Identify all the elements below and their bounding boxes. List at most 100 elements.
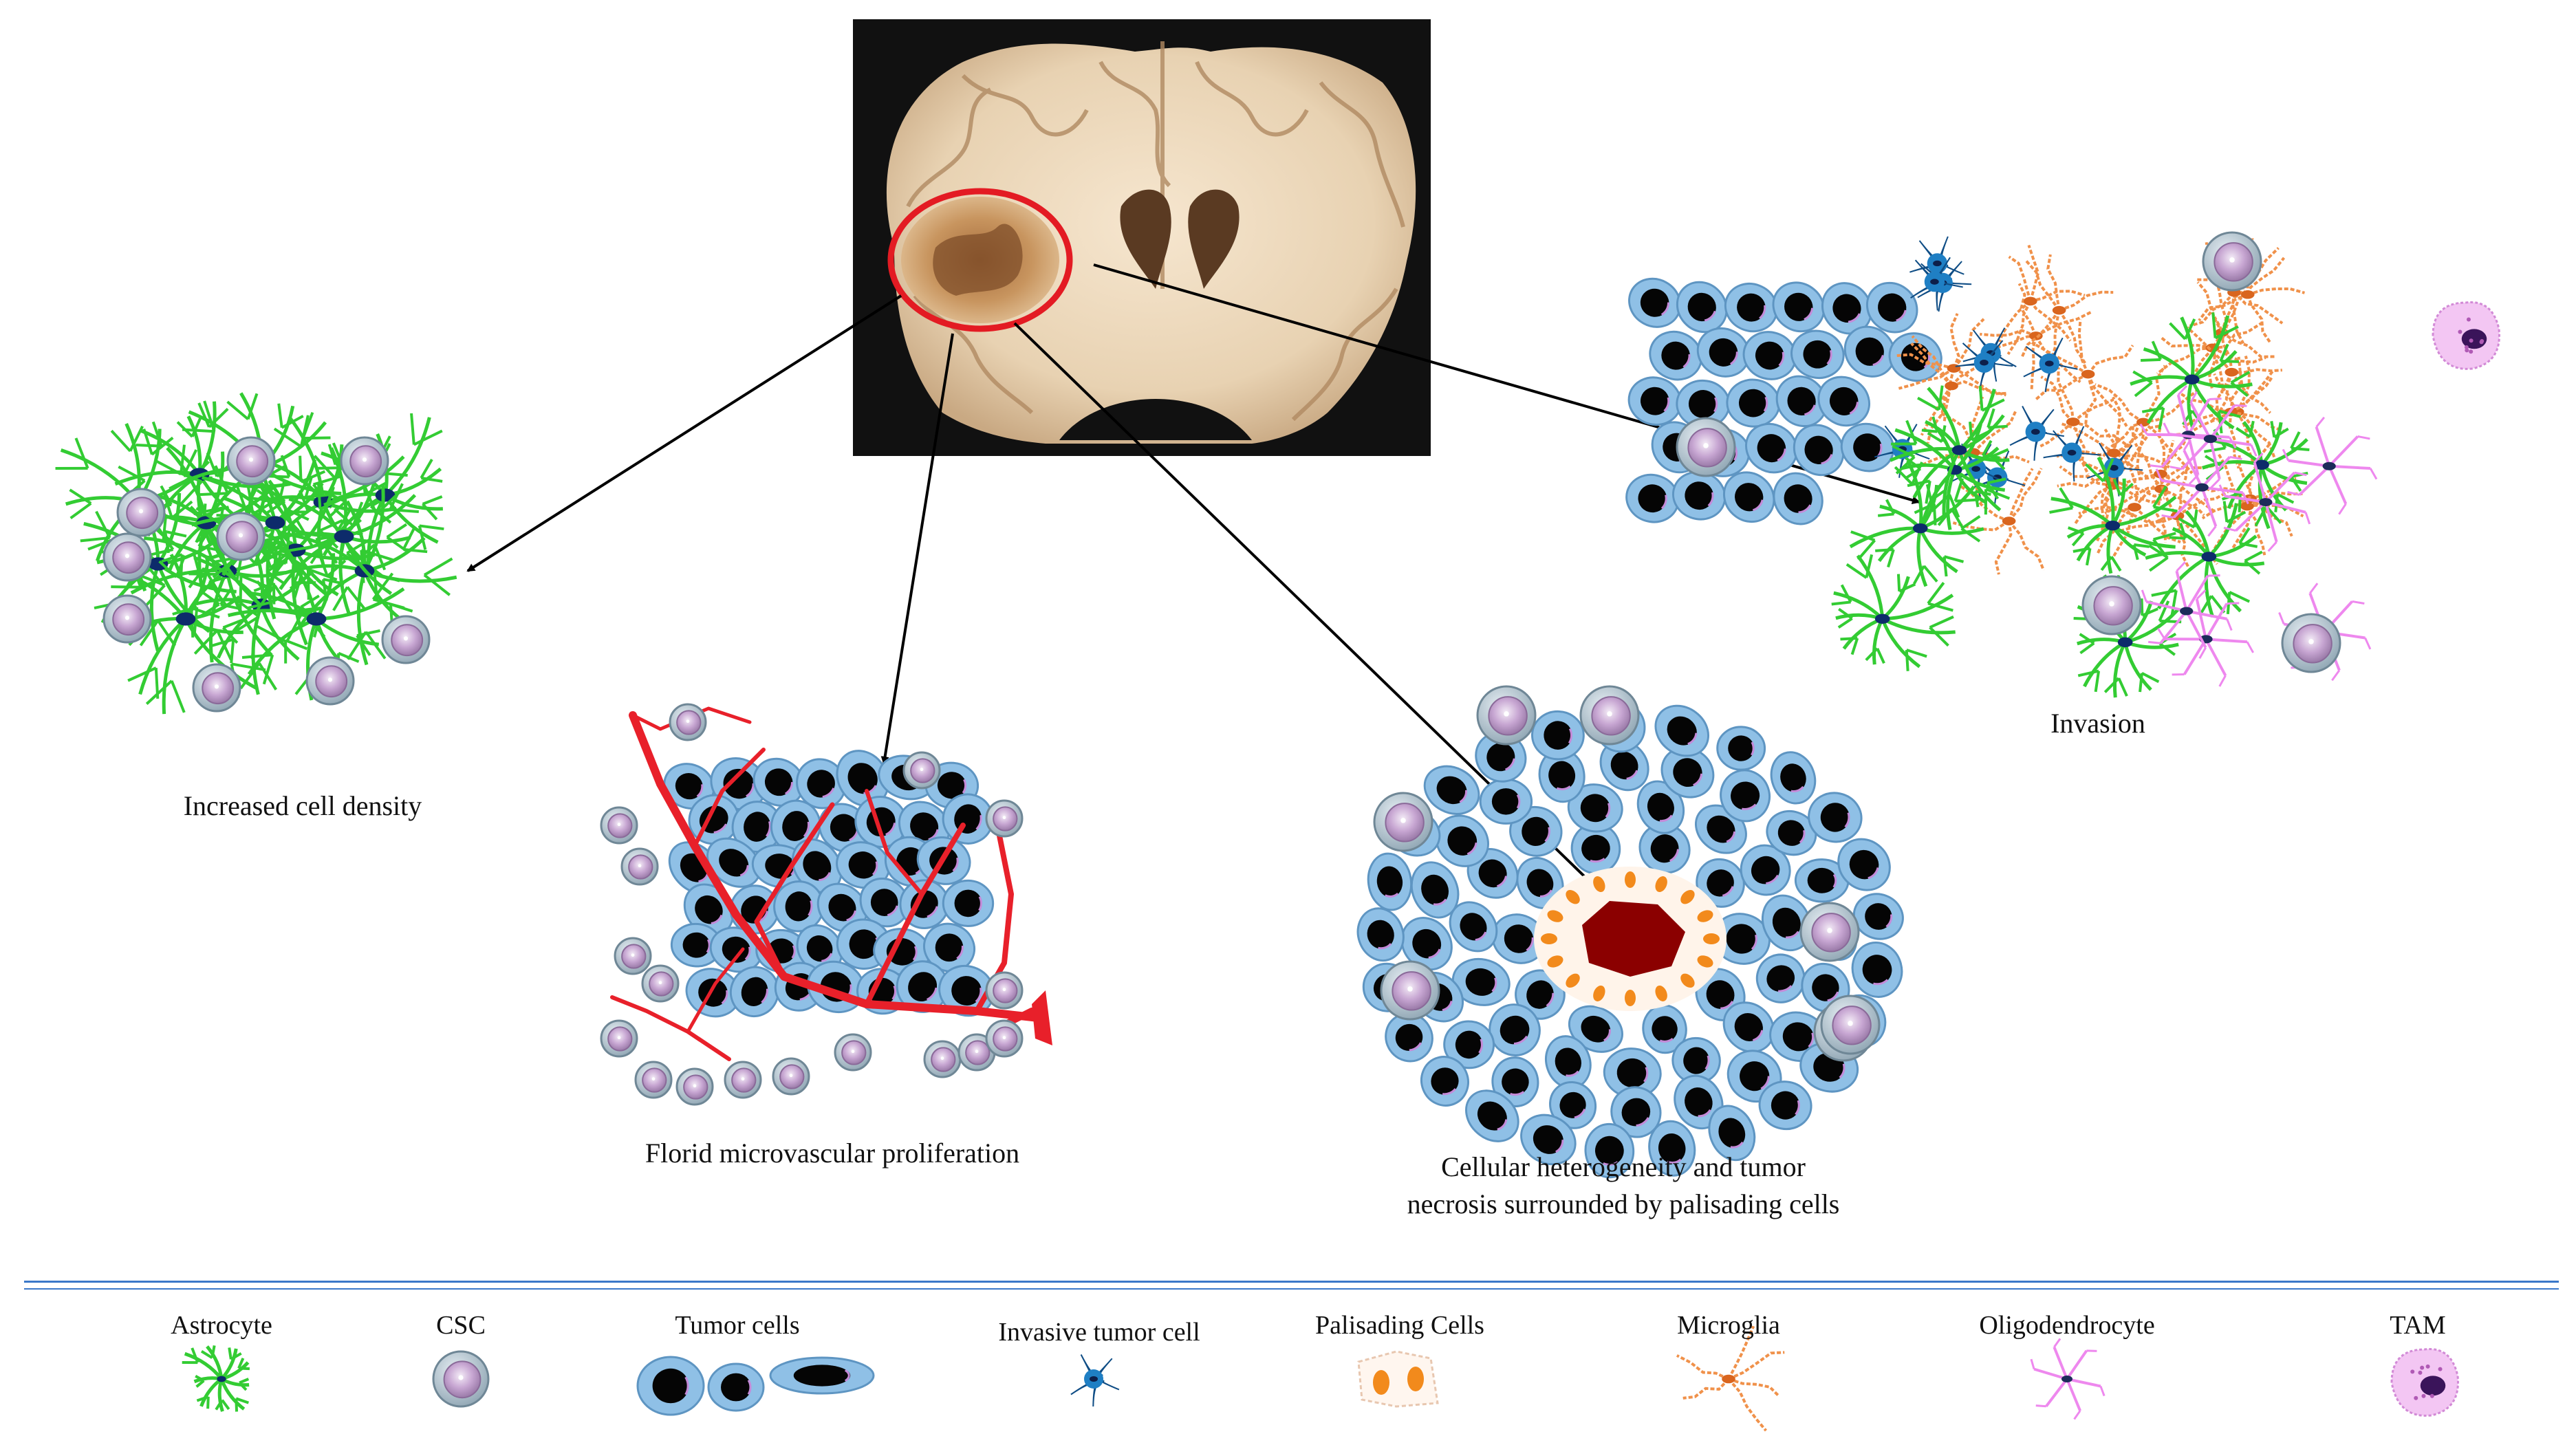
legend-icons (182, 1325, 2459, 1432)
legend-label-tam: TAM (2390, 1311, 2446, 1340)
palisading-nucleus (1547, 955, 1563, 968)
tumor-cell (1545, 1035, 1592, 1089)
csc-cell (641, 964, 680, 1003)
csc-cell (432, 1350, 490, 1408)
tumor-cell (1713, 913, 1771, 965)
csc-cell (724, 1061, 762, 1099)
legend-label-invasive-tumor-cell: Invasive tumor cell (998, 1318, 1200, 1347)
microglia-cell (1980, 283, 2092, 391)
tumor-cell (1671, 1036, 1721, 1085)
astrocyte-cell (1849, 459, 1984, 587)
legend-divider-top (24, 1281, 2559, 1283)
csc-cell (614, 937, 652, 975)
csc-cell (216, 512, 266, 561)
palisading-nucleus (1703, 933, 1720, 944)
label-increased-cell-density: Increased cell density (183, 790, 422, 821)
tumor-cell (1603, 1047, 1662, 1098)
blood-vessel (865, 789, 924, 896)
blood-vessel (864, 823, 966, 1007)
microglia-cell (2056, 396, 2170, 510)
tumor-cell (1489, 1003, 1541, 1056)
csc-cell (1373, 792, 1433, 852)
csc-cell (902, 751, 941, 790)
necrotic-core (1582, 901, 1685, 977)
blood-vessel (610, 995, 731, 1061)
tumor-cell (1773, 472, 1823, 525)
tumor-cell (1817, 376, 1871, 427)
csc-cell (2081, 575, 2142, 635)
arrow-to-density (466, 294, 902, 572)
tumor-cell (1649, 330, 1702, 381)
csc-cell (116, 488, 166, 537)
csc-cell (600, 806, 638, 845)
label-heterogeneity-line1: Cellular heterogeneity and tumor (1441, 1151, 1806, 1182)
csc-cell (834, 1033, 872, 1072)
brain-section-photo (853, 19, 1431, 456)
legend-label-csc: CSC (436, 1311, 486, 1340)
csc-cell (192, 663, 241, 713)
tumor-cell (1676, 281, 1728, 334)
tumor-cell (1628, 277, 1682, 328)
csc-cell (1676, 417, 1736, 477)
palisading-nucleus (1624, 990, 1636, 1006)
label-invasion: Invasion (2050, 708, 2145, 739)
tumor-cell (1443, 1020, 1495, 1069)
tumor-cell (1479, 778, 1533, 825)
tumor-cell (1837, 838, 1891, 891)
tumor-cell (1568, 1005, 1623, 1053)
tumor-cell (1761, 894, 1812, 952)
tumor-cell (942, 879, 995, 927)
tumor-cell (1451, 957, 1511, 1006)
blood-vessel (754, 802, 835, 979)
tumor-cell (1676, 379, 1731, 428)
palisading-nucleus (1566, 973, 1580, 988)
tumor-cell (1758, 1080, 1812, 1131)
tumor-cell (1610, 1086, 1662, 1138)
palisading-nucleus (1655, 876, 1667, 893)
microglia-cell (2121, 464, 2229, 569)
tumor-cell (1745, 422, 1798, 474)
csc-cell (2202, 231, 2262, 292)
tumor-cell (1654, 704, 1710, 757)
tumor-cell (836, 841, 891, 889)
tumor-cell (1722, 1001, 1775, 1053)
label-heterogeneity-necrosis: Cellular heterogeneity and tumor necrosi… (1293, 1149, 1953, 1223)
csc-cell (772, 1057, 810, 1096)
tumor-cell (1636, 780, 1685, 834)
tumor-cell (1790, 329, 1845, 379)
palisading-nucleus (1593, 985, 1605, 1001)
tumor-cell (1627, 376, 1682, 426)
tumor-cell (896, 960, 949, 1013)
invasive-tumor-cell (1910, 257, 1963, 311)
tumor-cell (1491, 913, 1546, 964)
blood-vessel (629, 711, 1043, 1022)
oligodendrocyte-cell (2163, 391, 2258, 489)
oligodendrocyte-cell (2282, 416, 2378, 515)
tumor-cell (1755, 953, 1806, 1003)
tumor-cell (1808, 792, 1863, 843)
csc-cell (381, 615, 431, 664)
tumor-cell (1538, 748, 1585, 803)
csc-cell (634, 1061, 673, 1099)
oligodendrocyte-cell (2218, 452, 2311, 552)
astrocyte-cell (2130, 312, 2253, 434)
csc-cell (669, 703, 707, 741)
tumor-cell (1772, 281, 1825, 333)
tumor-cell (1530, 710, 1585, 761)
palisading-nucleus (1593, 876, 1605, 893)
tumor-cell (1793, 424, 1845, 477)
legend-label-tumor-cells: Tumor cells (675, 1311, 800, 1340)
tumor-cell (1720, 769, 1771, 823)
tumor-cell (670, 922, 722, 968)
vessel-end (1032, 990, 1052, 1045)
tumor-cell (1435, 814, 1490, 867)
tumor-cell (1491, 1056, 1539, 1107)
astrocyte-cell (2049, 456, 2178, 574)
tumor-cell (1724, 283, 1778, 333)
legend-label-palisading-cells: Palisading Cells (1315, 1311, 1484, 1340)
palisading-nucleus (1624, 871, 1636, 888)
panel-increased-cell-density (55, 392, 457, 715)
arrow-to-microvascular (880, 333, 954, 765)
tumor-cell (1420, 1056, 1469, 1107)
